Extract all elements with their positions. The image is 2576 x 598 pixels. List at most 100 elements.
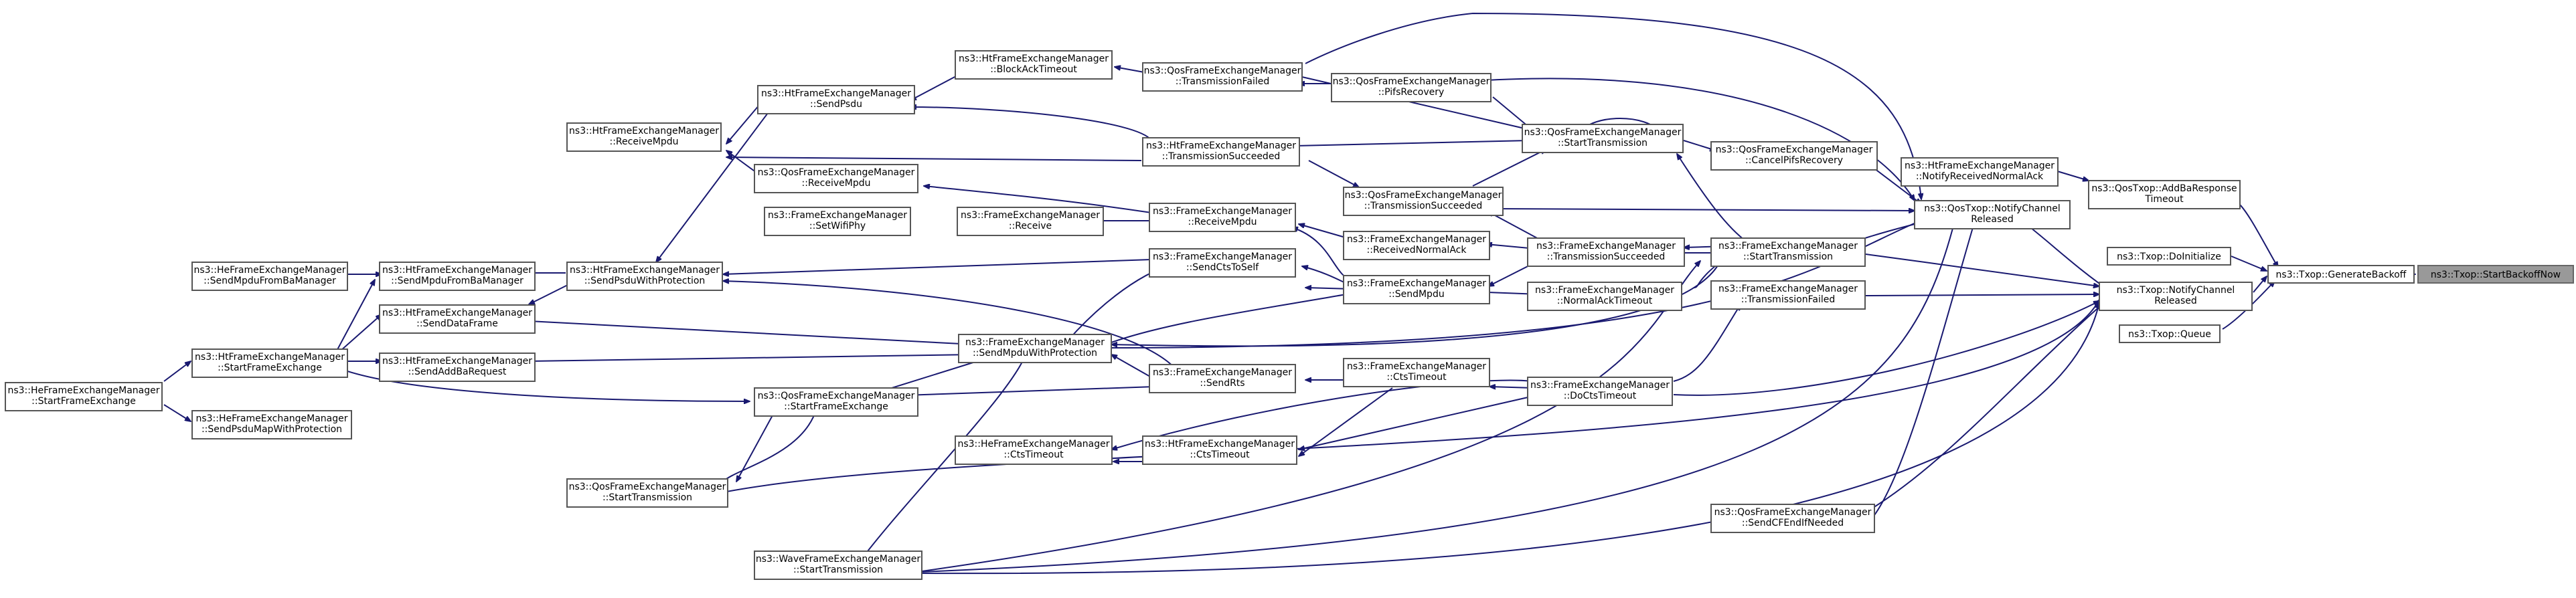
node-fem-sendctstoself[interactable]: ns3::FrameExchangeManager::SendCtsToSelf <box>1149 248 1296 278</box>
node-label-line: ns3::QosFrameExchangeManager <box>1345 190 1502 201</box>
node-label-line: ns3::QosTxop::NotifyChannel <box>1924 203 2061 214</box>
node-label-line: ns3::HtFrameExchangeManager <box>761 88 911 99</box>
node-ht-notifyreceivednormalack[interactable]: ns3::HtFrameExchangeManager::NotifyRecei… <box>1901 157 2059 187</box>
node-box <box>754 387 918 417</box>
edge-transmissionfailed-qosnotify <box>1305 12 1921 199</box>
node-label-line: ::TransmissionFailed <box>1176 76 1270 87</box>
node-fem-sendrts[interactable]: ns3::FrameExchangeManager::SendRts <box>1149 364 1296 393</box>
node-fem-receivempdu[interactable]: ns3::FrameExchangeManager::ReceiveMpdu <box>1149 203 1296 232</box>
node-box <box>1149 203 1296 232</box>
node-qos-pifsrecovery[interactable]: ns3::QosFrameExchangeManager::PifsRecove… <box>1331 73 1492 102</box>
node-label-line: ns3::FrameExchangeManager <box>1718 284 1858 294</box>
node-label-line: ::TransmissionSucceeded <box>1162 151 1281 162</box>
node-label-line: ns3::Txop::StartBackoffNow <box>2431 270 2561 280</box>
node-fem-sendmpduwithprotection[interactable]: ns3::FrameExchangeManager::SendMpduWithP… <box>958 334 1112 363</box>
node-qos-starttransmission-top[interactable]: ns3::QosFrameExchangeManager::StartTrans… <box>1522 124 1684 153</box>
edge-httranssucceeded-qosstarttx <box>1295 140 1530 146</box>
node-box <box>764 207 911 236</box>
node-label-line: Released <box>1971 214 2014 225</box>
node-fem-setwifiphy[interactable]: ns3::FrameExchangeManager::SetWifiPhy <box>764 207 911 236</box>
edge-dctstimeout-femtransfailed <box>1673 304 1741 382</box>
node-label-line: ::SendCtsToSelf <box>1186 262 1259 273</box>
node-ht-sendmpdufromba[interactable]: ns3::HtFrameExchangeManager::SendMpduFro… <box>379 262 536 291</box>
node-he-sendpsdumapwithprotection[interactable]: ns3::HeFrameExchangeManager::SendPsduMap… <box>191 410 352 439</box>
node-box <box>1343 231 1490 260</box>
node-txop-queue[interactable]: ns3::Txop::Queue <box>2119 324 2221 343</box>
node-label-line: ns3::Txop::DoInitialize <box>2117 252 2221 262</box>
node-ht-sendpsdu[interactable]: ns3::HtFrameExchangeManager::SendPsdu <box>757 85 915 114</box>
node-label-line: ns3::HeFrameExchangeManager <box>957 439 1109 450</box>
node-fem-ctstimeout[interactable]: ns3::FrameExchangeManager::CtsTimeout <box>1343 358 1490 387</box>
node-qos-transmissionsucceeded[interactable]: ns3::QosFrameExchangeManager::Transmissi… <box>1343 187 1504 216</box>
node-ht-sendpsduwithprotection[interactable]: ns3::HtFrameExchangeManager::SendPsduWit… <box>566 262 723 291</box>
node-ht-blockacktimeout[interactable]: ns3::HtFrameExchangeManager::BlockAckTim… <box>955 50 1113 80</box>
node-ht-senddataframe[interactable]: ns3::HtFrameExchangeManager::SendDataFra… <box>379 304 536 334</box>
node-qos-cancelpifsrecovery[interactable]: ns3::QosFrameExchangeManager::CancelPifs… <box>1710 141 1878 171</box>
node-he-startframeexchange[interactable]: ns3::HeFrameExchangeManager::StartFrameE… <box>5 382 163 411</box>
node-txop-startbackoffnow[interactable]: ns3::Txop::StartBackoffNow <box>2417 265 2574 284</box>
node-ht-receivempdu[interactable]: ns3::HtFrameExchangeManager::ReceiveMpdu <box>566 122 722 152</box>
node-label-line: ns3::Txop::GenerateBackoff <box>2276 270 2407 280</box>
node-ht-startframeexchange[interactable]: ns3::HtFrameExchangeManager::StartFrameE… <box>191 348 348 378</box>
node-label-line: ns3::FrameExchangeManager <box>1153 367 1292 378</box>
node-label-line: Timeout <box>2144 194 2184 205</box>
node-box <box>955 50 1113 80</box>
edge-wave-qosnotify <box>920 221 1955 573</box>
node-qos-transmissionfailed[interactable]: ns3::QosFrameExchangeManager::Transmissi… <box>1142 62 1303 92</box>
node-ht-sendaddbarequest[interactable]: ns3::HtFrameExchangeManager::SendAddBaRe… <box>379 353 536 382</box>
edge-htreceivempdu-sendpsdu <box>726 100 764 144</box>
edge-transmissionfailed-txopnotify <box>1865 294 2099 296</box>
node-box <box>958 334 1112 363</box>
node-label-line: ::SendPsduMapWithProtection <box>202 424 342 435</box>
edge-htctstimeout-ctstimeout <box>1299 387 1393 456</box>
node-fem-doctstimeout[interactable]: ns3::FrameExchangeManager::DoCtsTimeout <box>1527 377 1673 406</box>
node-label-line: ns3::QosFrameExchangeManager <box>758 391 915 401</box>
node-label-line: ns3::HtFrameExchangeManager <box>195 352 345 363</box>
node-label-line: ::SendAddBaRequest <box>408 367 507 377</box>
node-ht-transmissionsucceeded[interactable]: ns3::HtFrameExchangeManager::Transmissio… <box>1142 137 1300 167</box>
node-label-line: ns3::Txop::Queue <box>2128 329 2211 340</box>
edge-wavestarttx-txopnotify <box>920 302 2099 575</box>
edge-sendmpdufromba-htstartframe <box>334 280 375 355</box>
node-qos-sendcfendifneeded[interactable]: ns3::QosFrameExchangeManager::SendCFEndI… <box>1710 504 1875 533</box>
node-txop-generatebackoff[interactable]: ns3::Txop::GenerateBackoff <box>2267 265 2415 284</box>
node-fem-transmissionfailed[interactable]: ns3::FrameExchangeManager::TransmissionF… <box>1710 280 1866 310</box>
node-qos-startframeexchange[interactable]: ns3::QosFrameExchangeManager::StartFrame… <box>754 387 918 417</box>
node-label-line: ::SendDataFrame <box>416 318 498 329</box>
node-he-sendmpdufromba[interactable]: ns3::HeFrameExchangeManager::SendMpduFro… <box>191 262 348 291</box>
edge-femsendmpduprot-femsendmpdu <box>1111 293 1354 343</box>
edges <box>163 12 2415 575</box>
node-label-line: ::ReceiveMpdu <box>802 178 871 189</box>
node-box <box>754 164 918 193</box>
node-fem-starttransmission[interactable]: ns3::FrameExchangeManager::StartTransmis… <box>1710 237 1866 267</box>
node-qos-receivempdu[interactable]: ns3::QosFrameExchangeManager::ReceiveMpd… <box>754 164 918 193</box>
node-wave-starttransmission[interactable]: ns3::WaveFrameExchangeManager::StartTran… <box>754 551 922 580</box>
node-label-line: ns3::HtFrameExchangeManager <box>1145 439 1295 450</box>
node-box <box>1522 124 1684 153</box>
node-ht-ctstimeout[interactable]: ns3::HtFrameExchangeManager::CtsTimeout <box>1142 435 1297 465</box>
node-fem-receive[interactable]: ns3::FrameExchangeManager::Receive <box>957 207 1104 236</box>
edge-sendcfend-qosnotify <box>1874 221 1975 516</box>
node-label-line: ns3::HtFrameExchangeManager <box>1146 140 1296 151</box>
edge-sendrts-femsendmpduprot <box>1111 355 1155 380</box>
node-label-line: ::NormalAckTimeout <box>1557 296 1653 306</box>
node-label-line: ::CtsTimeout <box>1386 372 1447 383</box>
node-fem-transmissionsucceeded[interactable]: ns3::FrameExchangeManager::TransmissionS… <box>1527 237 1685 267</box>
node-box <box>754 551 922 580</box>
node-qos-starttransmission-bottom[interactable]: ns3::QosFrameExchangeManager::StartTrans… <box>566 478 728 508</box>
node-fem-sendmpdu[interactable]: ns3::FrameExchangeManager::SendMpdu <box>1343 275 1490 304</box>
node-fem-normalacktimeout[interactable]: ns3::FrameExchangeManager::NormalAckTime… <box>1527 282 1682 311</box>
edge-sendaddba-femsendmpduprot <box>529 354 975 361</box>
node-txop-doinitialize[interactable]: ns3::Txop::DoInitialize <box>2107 247 2231 266</box>
node-label-line: ns3::QosTxop::AddBaResponse <box>2091 183 2237 194</box>
edge-htstartframe-hestartframe <box>163 361 191 382</box>
node-label-line: ns3::QosFrameExchangeManager <box>758 167 915 178</box>
node-he-ctstimeout[interactable]: ns3::HeFrameExchangeManager::CtsTimeout <box>955 435 1113 465</box>
node-fem-receivednormalack[interactable]: ns3::FrameExchangeManager::ReceivedNorma… <box>1343 231 1490 260</box>
node-label-line: ns3::HtFrameExchangeManager <box>382 356 532 367</box>
node-label-line: ns3::FrameExchangeManager <box>1530 380 1670 391</box>
edge-startransmission-txopnotify <box>1865 254 2099 286</box>
